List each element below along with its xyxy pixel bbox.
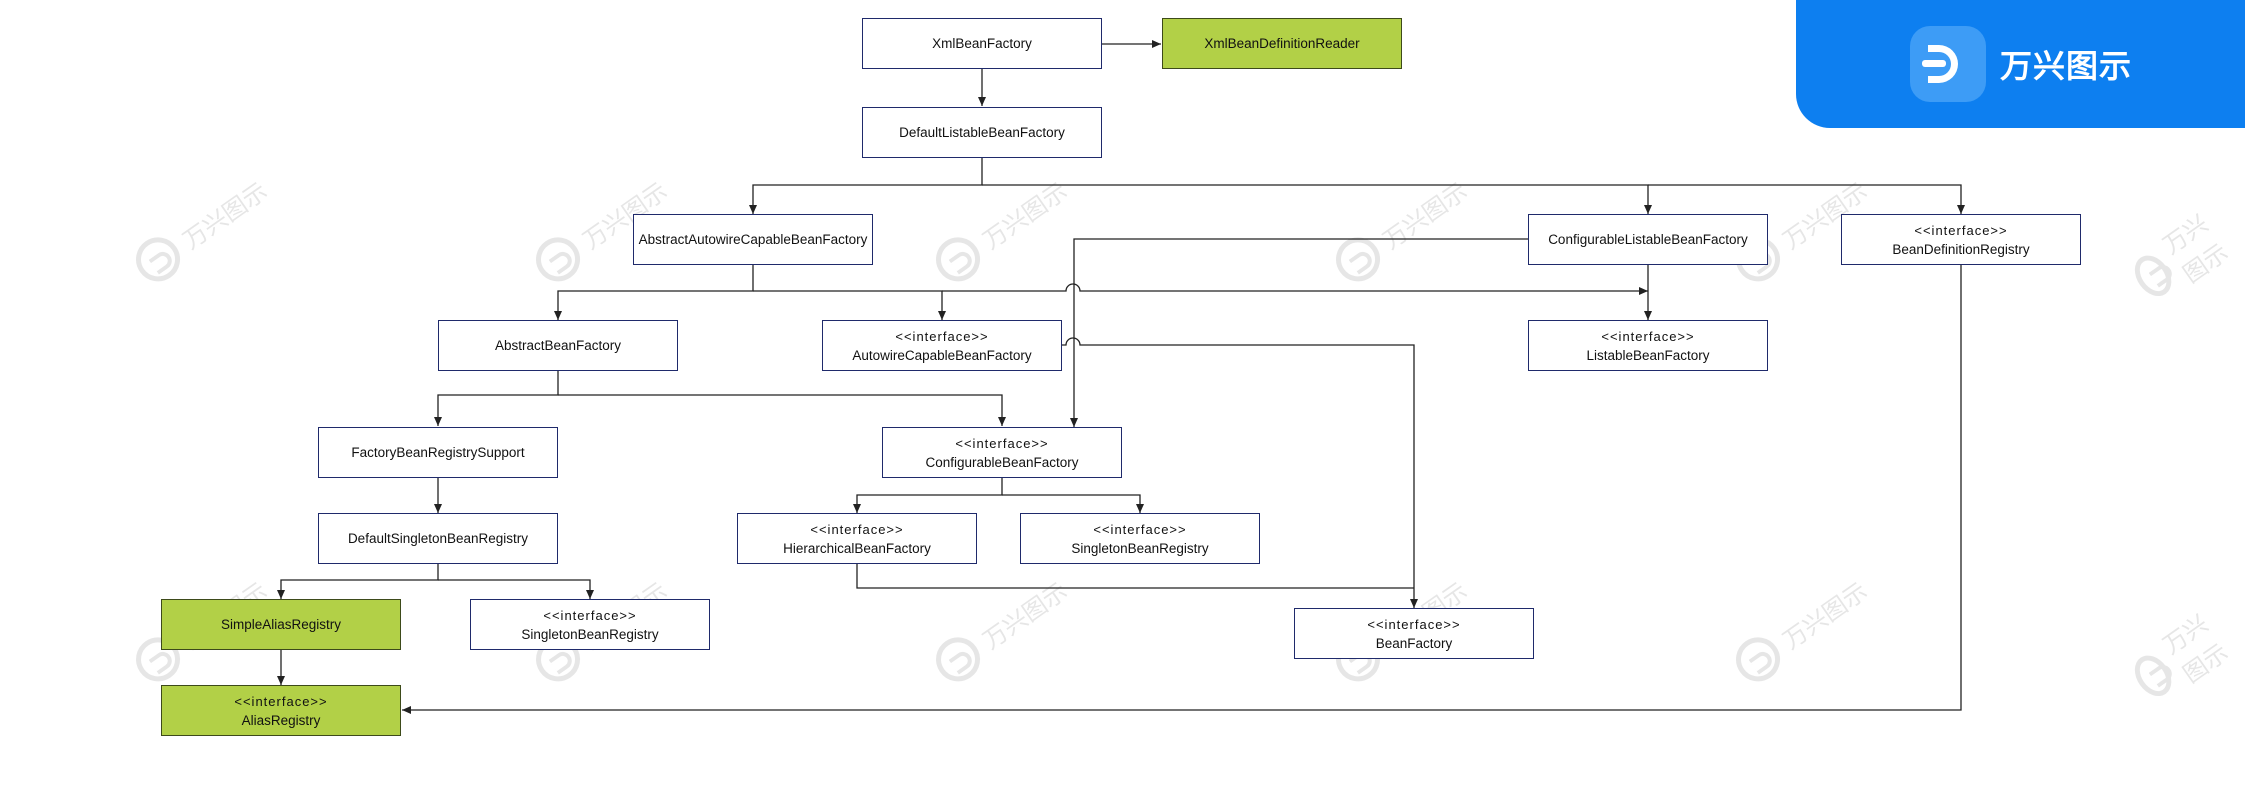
node-label: AbstractAutowireCapableBeanFactory — [638, 232, 868, 247]
brand-banner: 万兴图示 — [1796, 0, 2245, 128]
node-label: ConfigurableListableBeanFactory — [1548, 232, 1748, 247]
edge-acbf-to-bf — [1062, 337, 1418, 608]
edge-abf-to-cbf — [558, 394, 1006, 426]
edge-aacbf-to-abf — [554, 265, 754, 320]
node-label: FactoryBeanRegistrySupport — [351, 445, 525, 460]
node-xmlbeandefinitionreader[interactable]: XmlBeanDefinitionReader — [1162, 18, 1402, 69]
node-stereotype: <<interface>> — [810, 521, 904, 537]
node-defaultlistablebeanfactory[interactable]: DefaultListableBeanFactory — [862, 107, 1102, 158]
node-aliasregistry[interactable]: <<interface>> AliasRegistry — [161, 685, 401, 736]
node-label: ListableBeanFactory — [1586, 347, 1710, 363]
edge-aacbf-to-lbf — [942, 283, 1648, 295]
node-label: AliasRegistry — [241, 712, 321, 728]
node-abstractbeanfactory[interactable]: AbstractBeanFactory — [438, 320, 678, 371]
node-label: SimpleAliasRegistry — [220, 617, 342, 632]
edge-hbf-to-bf — [856, 564, 1414, 589]
node-hierarchicalbeanfactory[interactable]: <<interface>> HierarchicalBeanFactory — [737, 513, 977, 564]
edge-cbf-to-sbr — [1002, 494, 1144, 513]
node-label: BeanFactory — [1375, 635, 1453, 651]
node-label: DefaultListableBeanFactory — [899, 125, 1065, 140]
node-abstractautowirecapablebeanfactory[interactable]: AbstractAutowireCapableBeanFactory — [633, 214, 873, 265]
edge-default-to-clbf — [982, 184, 1652, 214]
edraw-logo-icon — [1910, 26, 1986, 102]
node-singletonbeanregistry-right[interactable]: <<interface>> SingletonBeanRegistry — [1020, 513, 1260, 564]
edge-abf-to-fbrs — [434, 371, 559, 426]
brand-name: 万兴图示 — [2000, 47, 2133, 85]
node-label: XmlBeanFactory — [932, 36, 1032, 51]
node-stereotype: <<interface>> — [1914, 222, 2008, 238]
node-stereotype: <<interface>> — [234, 693, 328, 709]
node-label: AutowireCapableBeanFactory — [852, 347, 1032, 363]
node-singletonbeanregistry-left[interactable]: <<interface>> SingletonBeanRegistry — [470, 599, 710, 650]
node-label: BeanDefinitionRegistry — [1892, 241, 2030, 257]
node-defaultsingletonbeanregistry[interactable]: DefaultSingletonBeanRegistry — [318, 513, 558, 564]
edge-dsbr-to-sar — [277, 564, 439, 599]
node-stereotype: <<interface>> — [1367, 616, 1461, 632]
node-label: ConfigurableBeanFactory — [925, 454, 1079, 470]
edge-default-to-aacbf — [749, 158, 983, 214]
node-stereotype: <<interface>> — [895, 328, 989, 344]
node-beanfactory[interactable]: <<interface>> BeanFactory — [1294, 608, 1534, 659]
node-xmlbeanfactory[interactable]: XmlBeanFactory — [862, 18, 1102, 69]
edge-dsbr-to-sbrl — [438, 579, 594, 599]
node-label: SingletonBeanRegistry — [521, 626, 659, 642]
node-simplealiasregistry[interactable]: SimpleAliasRegistry — [161, 599, 401, 650]
edge-cbf-to-hbf — [853, 478, 1003, 513]
node-label: AbstractBeanFactory — [494, 338, 622, 353]
node-configurablebeanfactory[interactable]: <<interface>> ConfigurableBeanFactory — [882, 427, 1122, 478]
node-label: XmlBeanDefinitionReader — [1204, 36, 1360, 51]
node-stereotype: <<interface>> — [1093, 521, 1187, 537]
node-beandefinitionregistry[interactable]: <<interface>> BeanDefinitionRegistry — [1841, 214, 2081, 265]
node-stereotype: <<interface>> — [955, 435, 1049, 451]
node-stereotype: <<interface>> — [1601, 328, 1695, 344]
node-stereotype: <<interface>> — [543, 607, 637, 623]
node-factorybeanregistrysupport[interactable]: FactoryBeanRegistrySupport — [318, 427, 558, 478]
edge-default-to-bdr — [1648, 184, 1965, 214]
edge-bdr-to-ar — [402, 265, 1962, 714]
edge-clbf-to-cbf — [1070, 238, 1529, 427]
node-label: SingletonBeanRegistry — [1071, 540, 1209, 556]
node-configurablelistablebeanfactory[interactable]: ConfigurableListableBeanFactory — [1528, 214, 1768, 265]
node-label: DefaultSingletonBeanRegistry — [347, 531, 529, 546]
edge-aacbf-to-acbf — [753, 290, 946, 320]
node-autowirecapablebeanfactory[interactable]: <<interface>> AutowireCapableBeanFactory — [822, 320, 1062, 371]
node-listablebeanfactory[interactable]: <<interface>> ListableBeanFactory — [1528, 320, 1768, 371]
node-label: HierarchicalBeanFactory — [783, 540, 931, 556]
